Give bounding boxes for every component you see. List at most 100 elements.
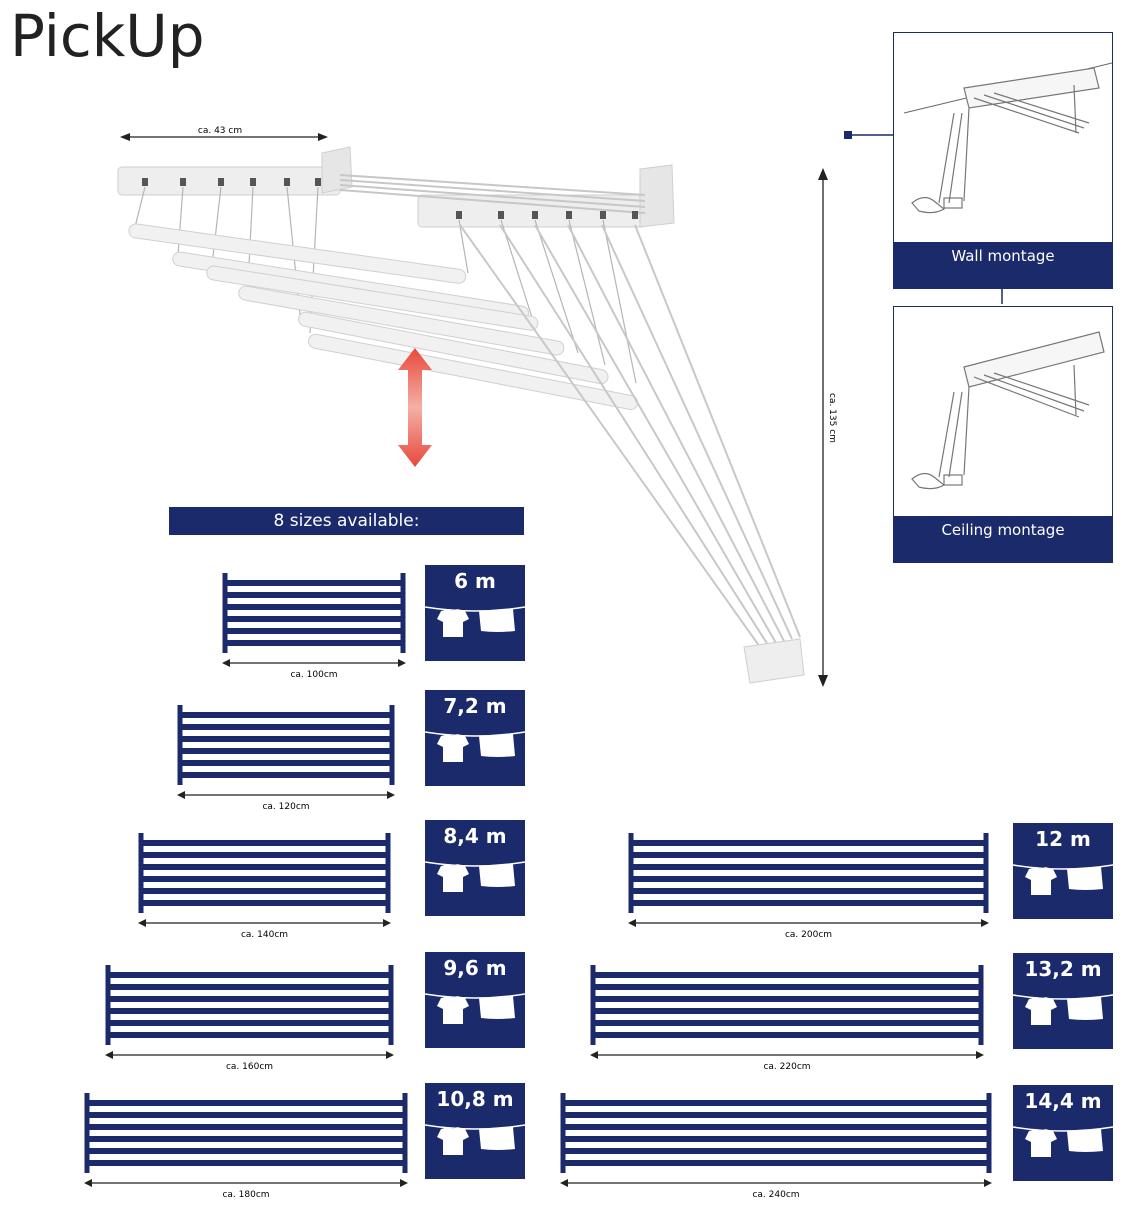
line [1013,864,1113,870]
dimension-arrowhead [398,659,406,667]
rack-bar [87,1136,405,1142]
height-dimension: ca. 135 cm [818,168,837,687]
clothesline-icon [425,993,525,1024]
line [1013,994,1113,1000]
tshirt-icon [1025,997,1057,1025]
rack-post [402,1093,408,1173]
line [425,1124,525,1130]
double-arrow-icon [398,348,432,467]
line-length-label: 14,4 m [1024,1089,1102,1113]
dimension-arrowhead [400,1179,408,1187]
clothesline-icon [1013,994,1113,1025]
rack-bar [593,1008,981,1014]
rack-bar [563,1100,989,1106]
rack-diagram: ca. 240cm [560,1093,992,1200]
wall-montage-label: Wall montage [894,242,1112,288]
dimension-arrowhead [222,659,230,667]
rack-post [138,833,144,913]
rack-bar [108,1008,391,1014]
length-badge: 12 m [1013,823,1113,919]
rack-bar [563,1136,989,1142]
clothesline-icon [425,1124,525,1155]
towel-icon [479,864,515,887]
rack-bar [631,888,986,894]
length-badge: 10,8 m [425,1083,525,1179]
rack-post [560,1093,566,1173]
line-length-label: 13,2 m [1024,957,1102,981]
wall-mount-illustration [903,62,1113,214]
rack-post [84,1093,90,1173]
line-length-label: 12 m [1035,827,1091,851]
rack-bar [593,972,981,978]
width-label: ca. 200cm [785,930,832,940]
rack-bar [141,900,388,906]
rack-post [385,833,391,913]
rack-bar [631,864,986,870]
dimension-arrowhead [84,1179,92,1187]
tshirt-icon [437,1127,469,1155]
line [425,731,525,737]
line-length-label: 9,6 m [443,956,507,980]
rack-bar [108,1020,391,1026]
sizes-available-banner: 8 sizes available: [169,507,524,535]
rack-bar [141,876,388,882]
clothesline-icon [425,731,525,762]
mount-connector [844,131,1003,304]
mount-panel-ceiling: Ceiling montage [893,306,1113,563]
towel-icon [479,734,515,757]
brand-logo: PickUp [10,2,205,70]
tshirt-icon [437,996,469,1024]
rack-bar [631,840,986,846]
rack-bar [87,1124,405,1130]
rack-bar [180,724,392,730]
rack-bar [180,736,392,742]
rack-diagram: ca. 220cm [590,965,984,1072]
rack-bar [141,888,388,894]
towel-icon [1067,997,1103,1020]
length-badge: 9,6 m [425,952,525,1048]
towel-icon [479,996,515,1019]
rack-post [590,965,596,1045]
dimension-arrowhead [590,1051,598,1059]
ceiling-mount-illustration [911,331,1105,490]
dimension-arrowhead [984,1179,992,1187]
rack-bar [141,864,388,870]
rack-post [983,833,989,913]
length-badge: 8,4 m [425,820,525,916]
width-label: ca. 120cm [262,802,309,812]
towel-icon [1067,867,1103,890]
rack-bar [593,1020,981,1026]
rack-post [177,705,183,785]
clothesline-icon [1013,1126,1113,1157]
rack-post [978,965,984,1045]
dimension-arrowhead [177,791,185,799]
dimension-arrowhead [383,919,391,927]
length-badge: 14,4 m [1013,1085,1113,1181]
rack-bar [563,1160,989,1166]
rack-bar [108,996,391,1002]
line-length-label: 8,4 m [443,824,507,848]
rack-bar [141,852,388,858]
rack-diagram: ca. 120cm [177,705,395,812]
width-label: ca. 180cm [222,1190,269,1200]
width-label: ca. 220cm [763,1062,810,1072]
rack-bar [108,972,391,978]
rack-post [388,965,394,1045]
rack-bar [225,616,403,622]
rack-post [222,573,228,653]
tshirt-icon [437,734,469,762]
rack-diagram: ca. 200cm [628,833,989,940]
tshirt-icon [1025,1129,1057,1157]
rack-bar [225,580,403,586]
rack-bar [225,640,403,646]
rack-post [105,965,111,1045]
rack-diagram: ca. 180cm [84,1093,408,1200]
mount-panel-wall: Wall montage [893,32,1113,289]
length-badge: 7,2 m [425,690,525,786]
rack-bar [593,996,981,1002]
rack-post [389,705,395,785]
dimension-arrowhead [628,919,636,927]
dimension-arrowhead [560,1179,568,1187]
clothesline-icon [1013,864,1113,895]
rack-bar [180,712,392,718]
